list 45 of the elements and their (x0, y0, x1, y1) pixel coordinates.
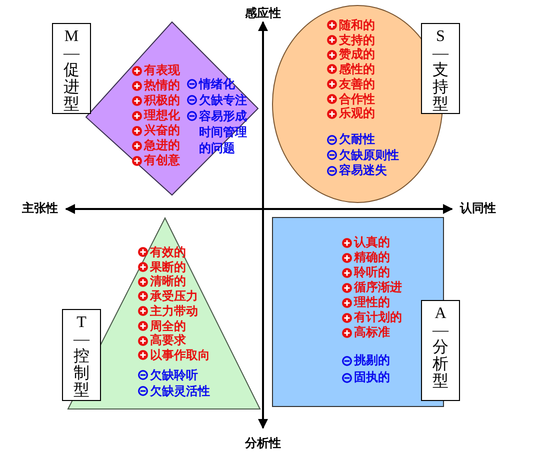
type-label: S—支持型 (421, 23, 460, 114)
trait-text: 固执的 (354, 369, 390, 386)
trait-text: 欠缺专注 (199, 92, 247, 108)
trait-text: 容易迷失 (339, 163, 387, 178)
trait-text: 承受压力 (150, 289, 198, 304)
axis-label: 感应性 (245, 5, 281, 22)
trait-text: 有创意 (144, 153, 180, 168)
trait-text: 认真的 (354, 235, 390, 250)
trait-text: 随和的 (339, 18, 375, 33)
trait-text: 精确的 (354, 250, 390, 265)
trait-text: 主力带动 (150, 304, 198, 319)
trait-text: 高要求 (150, 333, 186, 348)
trait-text: 高标准 (354, 325, 390, 340)
trait-text: 赞成的 (339, 47, 375, 62)
trait-text: 乐观的 (339, 106, 375, 121)
trait-text: 兴奋的 (144, 123, 180, 138)
trait-text: 感性的 (339, 62, 375, 77)
trait-text: 周全的 (150, 318, 186, 334)
trait-text: 积极的 (144, 93, 180, 108)
axis-label: 主张性 (22, 200, 58, 217)
type-label: A—分析型 (421, 300, 460, 401)
axis-label: 认同性 (460, 200, 496, 217)
trait-text: 果断的 (150, 260, 186, 274)
trait-text: 欠耐性 (339, 132, 375, 148)
trait-text: 热情的 (144, 78, 180, 93)
trait-text: 欠缺原则性 (339, 148, 399, 163)
type-label: T—控制型 (62, 309, 101, 401)
trait-text: 急进的 (144, 138, 180, 153)
trait-text: 清晰的 (150, 274, 186, 290)
trait-text: 合作性 (339, 92, 375, 106)
trait-text: 理想化 (144, 108, 180, 123)
trait-text: 有计划的 (354, 310, 402, 325)
trait-text: 友善的 (339, 76, 375, 92)
trait-text: 支持的 (339, 32, 375, 48)
trait-text: 以事作取向 (150, 348, 210, 363)
trait-text: 欠缺灵活性 (150, 383, 210, 399)
trait-text: 欠缺聆听 (150, 367, 198, 383)
trait-text: 有表现 (144, 63, 180, 78)
trait-text: 聆听的 (354, 265, 390, 280)
type-label: M—促进型 (52, 23, 91, 114)
trait-text: 挑剔的 (354, 352, 390, 369)
trait-text: 循序渐进 (354, 280, 402, 295)
trait-text: 情绪化 (199, 76, 235, 92)
axis-label: 分析性 (245, 435, 281, 452)
trait-text: 理性的 (354, 295, 390, 310)
